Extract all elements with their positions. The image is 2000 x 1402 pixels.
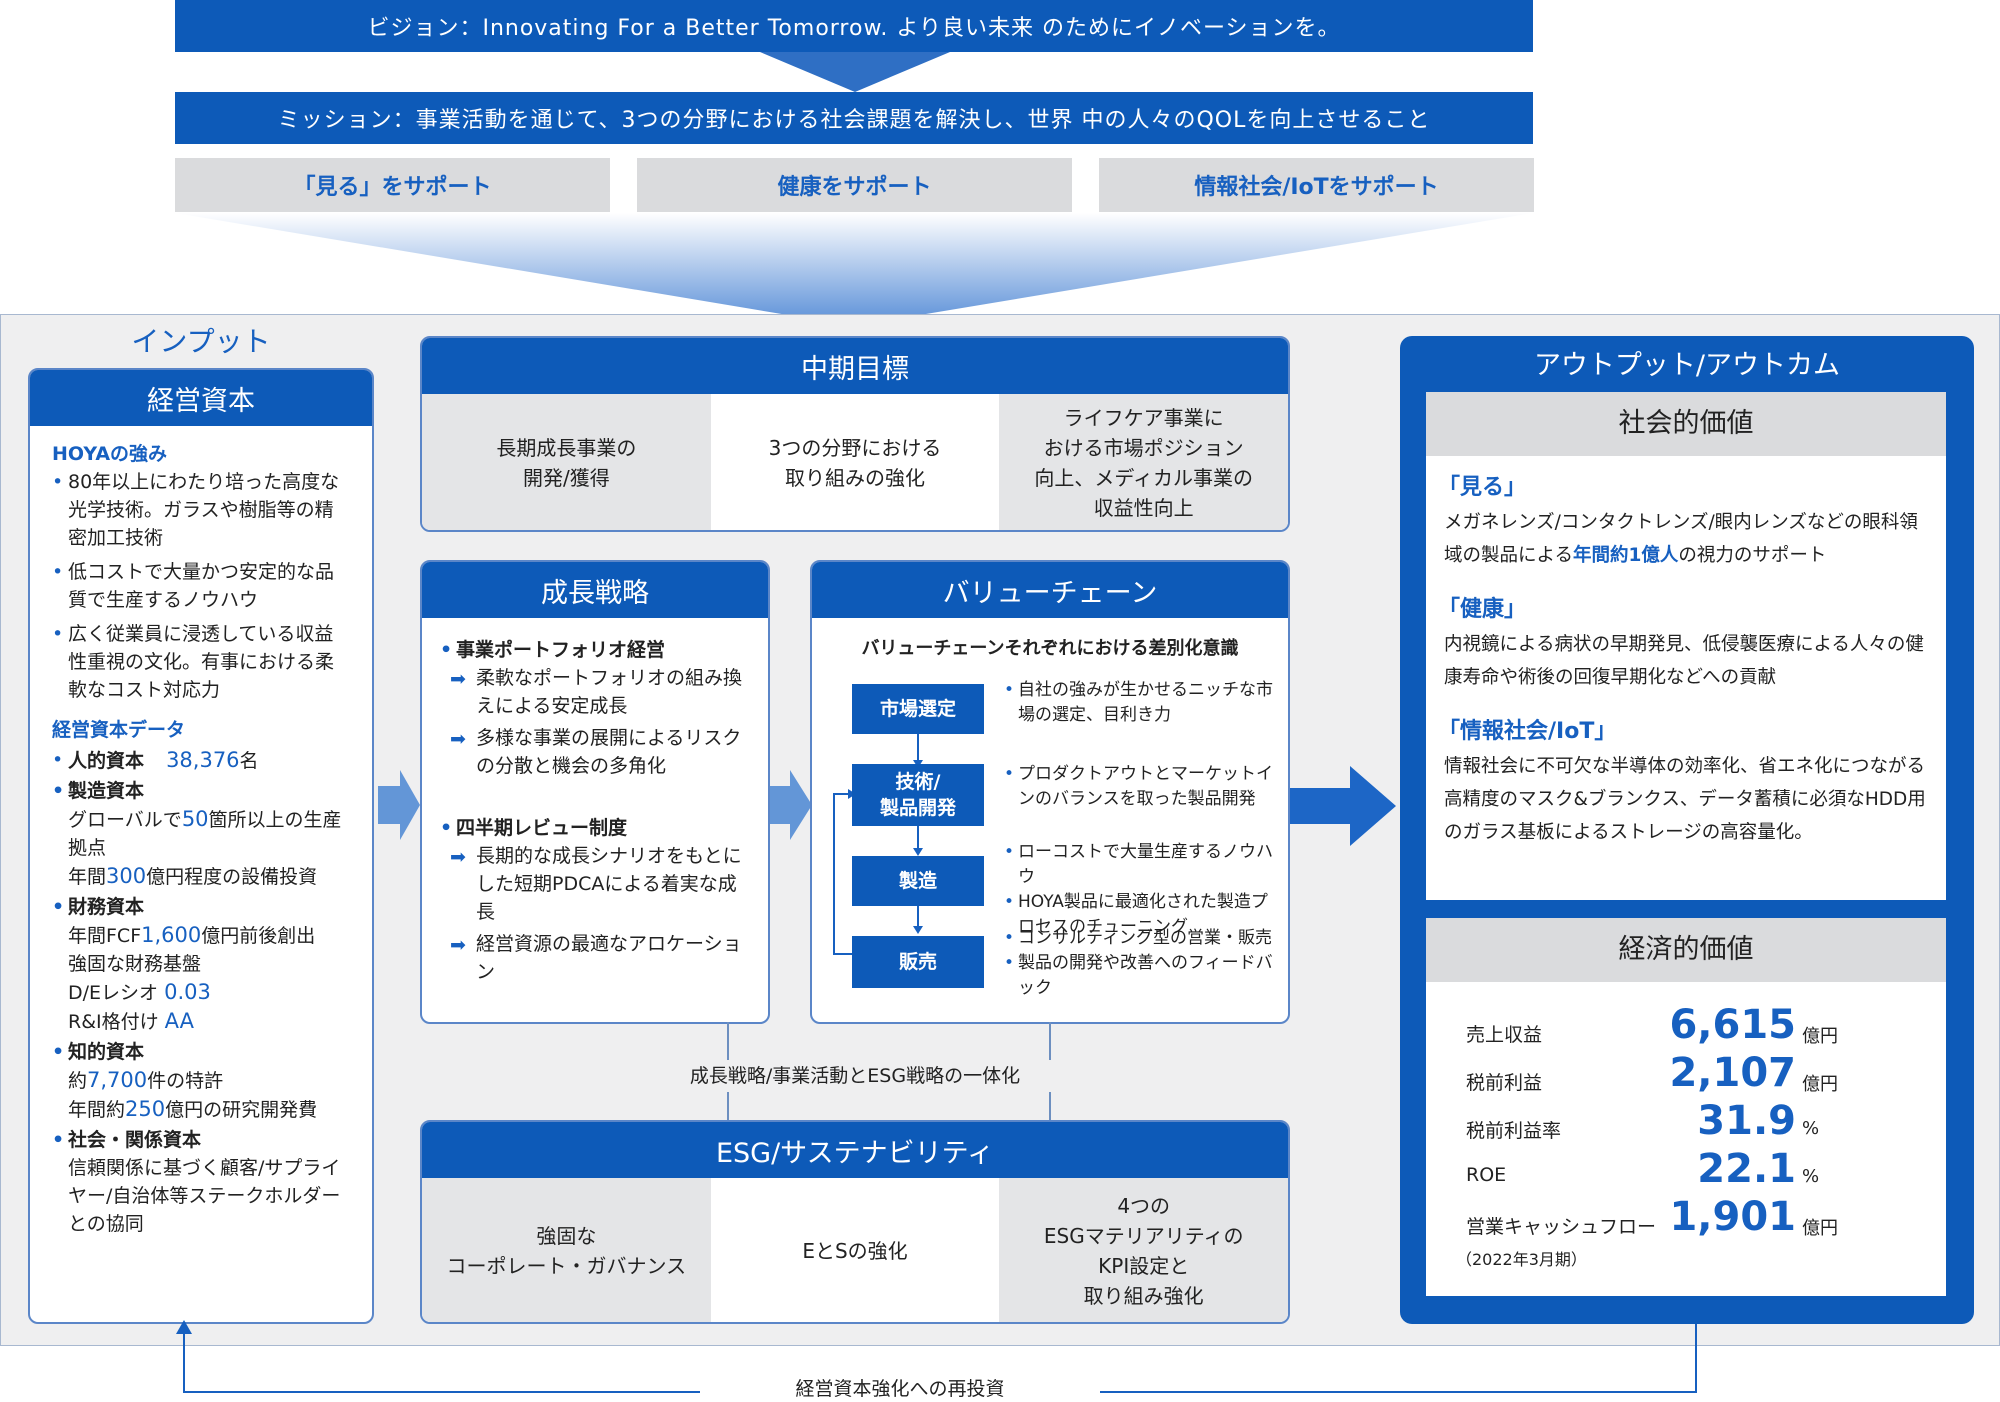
- vision-down-arrow: [760, 52, 950, 92]
- econ-value: 6,615: [1669, 1002, 1796, 1048]
- midterm-panel: 中期目標 長期成長事業の 開発/獲得 3つの分野における 取り組みの強化 ライフ…: [420, 336, 1290, 532]
- strength-item: 80年以上にわたり培った高度な光学技術。ガラスや樹脂等の精密加工技術: [52, 468, 350, 552]
- financial-capital-label: 財務資本: [52, 893, 350, 921]
- vc-desc-sales: コンサルティング型の営業・販売 製品の開発や改善へのフィードバック: [1004, 926, 1276, 1001]
- manufacturing-line2: 年間300億円程度の設備投資: [68, 864, 318, 888]
- intellectual-capital-label: 知的資本: [52, 1038, 350, 1066]
- econ-unit: %: [1802, 1166, 1820, 1187]
- social-capital-text: 信頼関係に基づく顧客/サプライヤー/自治体等ステークホルダーとの協同: [68, 1157, 341, 1235]
- growth-panel: 成長戦略 事業ポートフォリオ経営 ➡柔軟なポートフォリオの組み換えによる安定成長…: [420, 560, 770, 1024]
- quarterly-item: ➡経営資源の最適なアロケーション: [450, 933, 742, 983]
- financial-line1: 年間FCF1,600億円前後創出: [68, 923, 316, 947]
- arrow-right-icon: ➡: [450, 668, 466, 690]
- esg-title: ESG/サステナビリティ: [422, 1122, 1288, 1178]
- financial-line2: 強固な財務基盤: [68, 953, 202, 975]
- human-capital: 人的資本 38,376名: [52, 746, 350, 775]
- strength-item: 広く従業員に浸透している収益性重視の文化。有事における柔軟なコスト対応力: [52, 620, 350, 704]
- vision-bar: ビジョン：Innovating For a Better Tomorrow. よ…: [175, 0, 1533, 52]
- econ-unit: 億円: [1802, 1218, 1838, 1239]
- reinvest-label: 経営資本強化への再投資: [700, 1374, 1100, 1401]
- human-capital-label: 人的資本: [68, 750, 145, 772]
- arrow-right-icon: ➡: [450, 728, 466, 750]
- arrow-input-to-growth: [378, 770, 420, 840]
- econ-label: 営業キャッシュフロー: [1466, 1216, 1657, 1238]
- support-see: 「見る」をサポート: [175, 158, 610, 212]
- vc-step-manufacturing: 製造: [852, 856, 984, 906]
- midterm-title: 中期目標: [422, 338, 1288, 394]
- arrow-right-icon: ➡: [450, 934, 466, 956]
- esg-item: 4つの ESGマテリアリティの KPI設定と 取り組み強化: [999, 1178, 1288, 1322]
- capital-data-title: 経営資本データ: [52, 719, 186, 741]
- vc-step-product-development: 技術/ 製品開発: [852, 764, 984, 826]
- integration-label: 成長戦略/事業活動とESG戦略の一体化: [520, 1060, 1190, 1092]
- econ-label: 売上収益: [1466, 1024, 1543, 1046]
- valuechain-title: バリューチェーン: [812, 562, 1288, 618]
- human-capital-value: 38,376: [166, 748, 240, 772]
- strengths-title: HOYAの強み: [52, 443, 168, 465]
- esg-item: EとSの強化: [802, 1239, 908, 1263]
- economic-value-box: 経済的価値: [1426, 918, 1946, 1296]
- valuechain-subtitle: バリューチェーンそれぞれにおける差別化意識: [861, 638, 1239, 659]
- midterm-item: 長期成長事業の 開発/獲得: [422, 394, 711, 530]
- social-value-box: 社会的価値 「見る」 メガネレンズ/コンタクトレンズ/眼内レンズなどの眼科領域の…: [1426, 392, 1946, 900]
- econ-unit: 億円: [1802, 1074, 1838, 1095]
- human-capital-unit: 名: [239, 750, 259, 772]
- growth-title: 成長戦略: [422, 562, 768, 618]
- output-title: アウトプット/アウトカム: [1533, 350, 1841, 381]
- capital-panel: 経営資本 HOYAの強み 80年以上にわたり培った高度な光学技術。ガラスや樹脂等…: [28, 368, 374, 1324]
- econ-value: 31.9: [1697, 1098, 1796, 1144]
- economic-value-title: 経済的価値: [1426, 918, 1946, 982]
- econ-period: （2022年3月期）: [1456, 1250, 1587, 1269]
- econ-label: 税前利益率: [1466, 1120, 1562, 1142]
- manufacturing-capital-label: 製造資本: [52, 777, 350, 805]
- vc-desc-market: 自社の強みが生かせるニッチな市場の選定、目利き力: [1004, 678, 1276, 728]
- input-heading: インプット: [131, 325, 271, 358]
- econ-value: 22.1: [1697, 1146, 1796, 1192]
- support-health: 健康をサポート: [637, 158, 1072, 212]
- arrow-growth-to-valuechain: [764, 770, 812, 840]
- social-health-item: 「健康」 内視鏡による病状の早期発見、低侵襲医療による人々の健康寿命や術後の回復…: [1438, 597, 1924, 688]
- midterm-item: ライフケア事業に おける市場ポジション 向上、メディカル事業の 収益性向上: [999, 394, 1288, 530]
- midterm-item: 3つの分野における 取り組みの強化: [768, 436, 942, 490]
- social-iot-item: 「情報社会/IoT」 情報社会に不可欠な半導体の効率化、省エネ化につながる高精度…: [1438, 719, 1926, 843]
- intellectual-line1: 約7,700件の特許: [68, 1068, 224, 1092]
- social-see-item: 「見る」 メガネレンズ/コンタクトレンズ/眼内レンズなどの眼科領域の製品による年…: [1438, 475, 1918, 566]
- portfolio-title: 事業ポートフォリオ経営: [440, 636, 748, 664]
- funnel-shape: [175, 213, 1533, 326]
- vc-desc-development: プロダクトアウトとマーケットインのバランスを取った製品開発: [1004, 762, 1276, 812]
- vc-desc-manufacturing: ローコストで大量生産するノウハウ HOYA製品に最適化された製造プロセスのチュー…: [1004, 840, 1276, 940]
- strength-item: 低コストで大量かつ安定的な品質で生産するノウハウ: [52, 558, 350, 614]
- portfolio-item: ➡多様な事業の展開によるリスクの分散と機会の多角化: [450, 727, 742, 777]
- social-capital-label: 社会・関係資本: [52, 1126, 350, 1154]
- vc-step-sales: 販売: [852, 936, 984, 988]
- support-iot: 情報社会/IoTをサポート: [1099, 158, 1534, 212]
- capital-panel-title: 経営資本: [30, 370, 372, 426]
- portfolio-item: ➡柔軟なポートフォリオの組み換えによる安定成長: [450, 667, 743, 717]
- quarterly-review-title: 四半期レビュー制度: [440, 814, 748, 842]
- quarterly-item: ➡長期的な成長シナリオをもとにした短期PDCAによる着実な成長: [450, 845, 742, 923]
- financial-line4: R&I格付け AA: [68, 1009, 194, 1033]
- esg-panel: ESG/サステナビリティ 強固な コーポレート・ガバナンス EとSの強化 4つの…: [420, 1120, 1290, 1324]
- econ-value: 1,901: [1669, 1194, 1796, 1240]
- econ-value: 2,107: [1669, 1050, 1796, 1096]
- intellectual-line2: 年間約250億円の研究開発費: [68, 1097, 318, 1121]
- econ-unit: %: [1802, 1118, 1820, 1139]
- esg-item: 強固な コーポレート・ガバナンス: [422, 1178, 711, 1322]
- social-value-title: 社会的価値: [1426, 392, 1946, 456]
- manufacturing-line1: グローバルで50箇所以上の生産拠点: [68, 807, 342, 859]
- arrow-valuechain-to-output: [1290, 766, 1396, 846]
- econ-label: 税前利益: [1466, 1072, 1543, 1094]
- arrow-right-icon: ➡: [450, 846, 466, 868]
- vc-step-market-selection: 市場選定: [852, 684, 984, 734]
- econ-unit: 億円: [1802, 1026, 1838, 1047]
- mission-bar: ミッション：事業活動を通じて、3つの分野における社会課題を解決し、世界 中の人々…: [175, 92, 1533, 144]
- econ-label: ROE: [1466, 1164, 1507, 1186]
- financial-line3: D/Eレシオ 0.03: [68, 980, 211, 1004]
